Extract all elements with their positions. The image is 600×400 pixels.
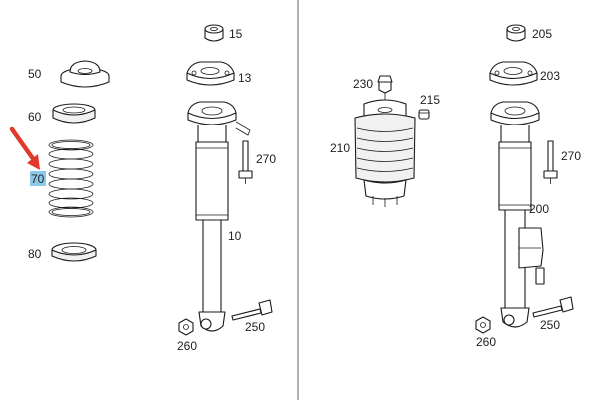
nut-260-right[interactable] [475,316,491,334]
fitting-215[interactable] [418,109,430,120]
bolt-250-left[interactable] [231,299,273,321]
top-mount-13[interactable] [186,61,235,86]
nut-205[interactable] [506,24,526,42]
isolator-60[interactable] [52,103,96,124]
label-70[interactable]: 70 [31,172,45,186]
label-230[interactable]: 230 [353,77,373,91]
nut-15[interactable] [204,24,224,42]
spring-pad-top-50[interactable] [60,60,110,88]
air-spring-210[interactable] [354,99,416,207]
coil-spring-70[interactable] [48,139,94,218]
strut-body-10[interactable] [195,141,229,332]
strut-top-plate-200[interactable] [490,101,540,146]
label-270-left[interactable]: 270 [256,152,276,166]
red-arrow-icon [9,126,40,170]
label-205[interactable]: 205 [532,27,552,41]
label-260-right[interactable]: 260 [476,335,496,349]
label-60[interactable]: 60 [28,110,42,124]
spring-seat-lower-80[interactable] [51,242,97,262]
bolt-270-right[interactable] [543,140,558,184]
nut-260-left[interactable] [178,318,194,336]
label-250-right[interactable]: 250 [540,318,560,332]
bolt-270-left[interactable] [238,140,253,184]
label-203[interactable]: 203 [540,69,560,83]
label-13[interactable]: 13 [238,71,252,85]
bolt-250-right[interactable] [532,296,574,318]
label-250-left[interactable]: 250 [245,320,265,334]
top-mount-203[interactable] [489,61,538,86]
label-270-right[interactable]: 270 [561,149,581,163]
label-200[interactable]: 200 [529,202,549,216]
label-15[interactable]: 15 [229,27,243,41]
label-260-left[interactable]: 260 [177,339,197,353]
label-210[interactable]: 210 [330,141,350,155]
label-70-highlight [30,171,46,186]
strut-body-200[interactable] [498,141,545,328]
label-215[interactable]: 215 [420,93,440,107]
label-10[interactable]: 10 [228,229,242,243]
valve-230[interactable] [377,75,393,100]
strut-top-plate-10[interactable] [187,101,251,146]
label-50[interactable]: 50 [28,67,42,81]
label-80[interactable]: 80 [28,247,42,261]
